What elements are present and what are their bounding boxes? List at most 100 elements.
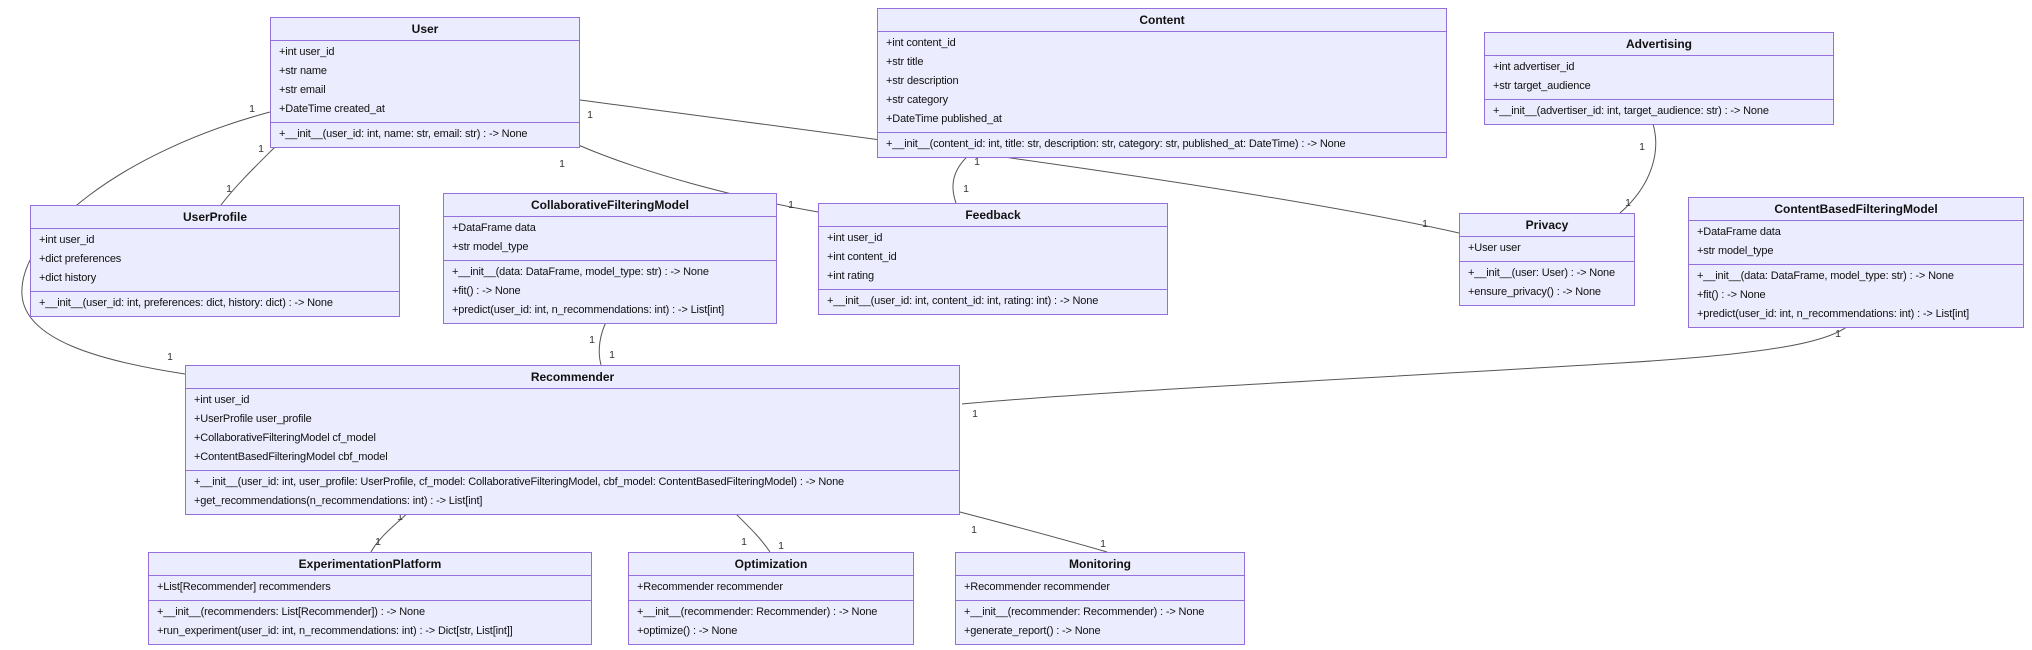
class-attributes-section: +int advertiser_id+str target_audience	[1485, 55, 1833, 99]
multiplicity-label: 1	[1100, 538, 1106, 550]
class-methods-section: +__init__(user_id: int, user_profile: Us…	[186, 470, 959, 514]
class-method: +__init__(recommender: Recommender) : ->…	[637, 606, 878, 618]
class-attribute: +User user	[1468, 242, 1521, 254]
multiplicity-label: 1	[1639, 141, 1645, 153]
multiplicity-label: 1	[974, 156, 980, 168]
association-edge-content-feedback	[952, 153, 971, 204]
class-box-advertising: Advertising+int advertiser_id+str target…	[1484, 32, 1834, 125]
class-attribute: +dict preferences	[39, 253, 122, 265]
multiplicity-label: 1	[609, 349, 615, 361]
class-title: CollaborativeFilteringModel	[530, 198, 689, 212]
class-attribute: +int user_id	[279, 46, 335, 58]
class-attribute: +DataFrame data	[452, 222, 536, 234]
multiplicity-label: 1	[249, 103, 255, 115]
class-method: +__init__(user: User) : -> None	[1468, 267, 1615, 279]
class-attribute: +str category	[886, 94, 948, 106]
multiplicity-label: 1	[258, 143, 264, 155]
class-title: UserProfile	[182, 210, 248, 224]
class-method: +__init__(user_id: int, name: str, email…	[279, 128, 528, 140]
class-attribute: +str title	[886, 56, 924, 68]
multiplicity-label: 1	[589, 334, 595, 346]
class-method: +__init__(advertiser_id: int, target_aud…	[1493, 105, 1769, 117]
class-method: +run_experiment(user_id: int, n_recommen…	[157, 625, 513, 637]
class-attribute: +ContentBasedFilteringModel cbf_model	[194, 451, 388, 463]
multiplicity-label: 1	[971, 524, 977, 536]
multiplicity-label: 1	[587, 109, 593, 121]
class-title: User	[411, 22, 439, 36]
class-attributes-section: +DataFrame data +str model_type	[444, 216, 776, 260]
class-attribute: +int content_id	[827, 251, 897, 263]
class-box-content: Content +int content_id +str title +str des…	[877, 8, 1447, 158]
multiplicity-label: 1	[778, 540, 784, 552]
multiplicity-label: 1	[375, 536, 381, 548]
class-methods-section: +__init__(recommenders: List[Recommender…	[149, 600, 591, 644]
class-title: Optimization	[734, 557, 808, 571]
class-attribute: +Recommender recommender	[637, 581, 783, 593]
multiplicity-label: 1	[1625, 197, 1631, 209]
class-methods-section: +__init__(data: DataFrame, model_type: s…	[444, 260, 776, 323]
multiplicity-label: 1	[963, 183, 969, 195]
class-attribute: +str model_type	[452, 241, 529, 253]
class-methods-section: +__init__(data: DataFrame, model_type: s…	[1689, 264, 2023, 327]
class-attribute: +CollaborativeFilteringModel cf_model	[194, 432, 376, 444]
class-method: +__init__(user_id: int, preferences: dic…	[39, 297, 333, 309]
multiplicity-label: 1	[226, 183, 232, 195]
class-attributes-section: +DataFrame data+str model_type	[1689, 220, 2023, 264]
class-attributes-section: +Recommender recommender	[956, 575, 1244, 600]
class-title: Privacy	[1525, 218, 1569, 232]
class-attributes-section: +int user_id+UserProfile user_profile+Co…	[186, 388, 959, 470]
multiplicity-label: 1	[972, 408, 978, 420]
class-methods-section: +__init__(user_id: int, name: str, email…	[271, 122, 579, 147]
class-method: +fit() : -> None	[452, 285, 521, 297]
class-methods-section: +__init__(advertiser_id: int, target_aud…	[1485, 99, 1833, 124]
class-method: +__init__(recommender: Recommender) : ->…	[964, 606, 1205, 618]
association-edge-collaborative-filtering-model-recommender	[598, 319, 608, 366]
multiplicity-label: 1	[397, 511, 403, 523]
class-methods-section: +__init__(recommender: Recommender) : ->…	[629, 600, 913, 644]
class-attribute: +int user_id	[39, 234, 95, 246]
class-attribute: +int user_id	[827, 232, 883, 244]
class-title: Recommender	[530, 370, 615, 384]
class-attributes-section: +List[Recommender] recommenders	[149, 575, 591, 600]
class-attribute: +str name	[279, 65, 327, 77]
class-attribute: +DateTime published_at	[886, 113, 1002, 125]
class-attributes-section: +int user_id+int content_id+int rating	[819, 226, 1167, 289]
class-method: +fit() : -> None	[1697, 289, 1766, 301]
class-box-feedback: Feedback+int user_id+int content_id+int …	[818, 203, 1168, 315]
association-edge-advertising-privacy	[1619, 120, 1657, 214]
class-attribute: +int content_id	[886, 37, 956, 49]
class-methods-section: +__init__(user_id: int, preferences: dic…	[31, 291, 399, 316]
class-title: Content	[1139, 13, 1185, 27]
association-edge-recommender-optimization	[732, 510, 771, 553]
class-attribute: +Recommender recommender	[964, 581, 1110, 593]
class-attribute: +int user_id	[194, 394, 250, 406]
class-box-user: User+int user_id+str name+str email+Date…	[270, 17, 580, 148]
class-box-collaborative-filtering-model: CollaborativeFilteringModel +DataFrame da…	[443, 193, 777, 324]
class-method: +generate_report() : -> None	[964, 625, 1101, 637]
class-attribute: +str description	[886, 75, 959, 87]
class-box-privacy: Privacy +User user +__init__(user: User) :…	[1459, 213, 1635, 306]
class-method: +__init__(data: DataFrame, model_type: s…	[1697, 270, 1954, 282]
class-box-content-based-filtering-model: ContentBasedFilteringModel+DataFrame dat…	[1688, 197, 2024, 328]
multiplicity-label: 1	[1422, 218, 1428, 230]
class-method: +predict(user_id: int, n_recommendations…	[1697, 308, 1970, 320]
class-attributes-section: +int content_id +str title +str descriptio…	[878, 31, 1446, 132]
class-title: ExperimentationPlatform	[298, 557, 442, 571]
class-method: +__init__(user_id: int, user_profile: Us…	[194, 476, 845, 488]
class-attribute: +DateTime created_at	[279, 103, 385, 115]
class-method: +optimize() : -> None	[637, 625, 738, 637]
class-method: +__init__(user_id: int, content_id: int,…	[827, 295, 1099, 307]
class-method: +get_recommendations(n_recommendations: …	[194, 495, 483, 507]
class-attribute: +DataFrame data	[1697, 226, 1781, 238]
class-method: +ensure_privacy() : -> None	[1468, 286, 1601, 298]
multiplicity-label: 1	[741, 536, 747, 548]
class-attributes-section: +int user_id+str name+str email+DateTime…	[271, 40, 579, 122]
association-edge-user-recommender	[21, 111, 271, 375]
class-title: Feedback	[965, 208, 1021, 222]
class-attribute: +dict history	[39, 272, 97, 284]
class-box-monitoring: Monitoring+Recommender recommender+__ini…	[955, 552, 1245, 645]
class-attributes-section: +Recommender recommender	[629, 575, 913, 600]
class-attribute: +List[Recommender] recommenders	[157, 581, 331, 593]
class-attribute: +str target_audience	[1493, 80, 1591, 92]
